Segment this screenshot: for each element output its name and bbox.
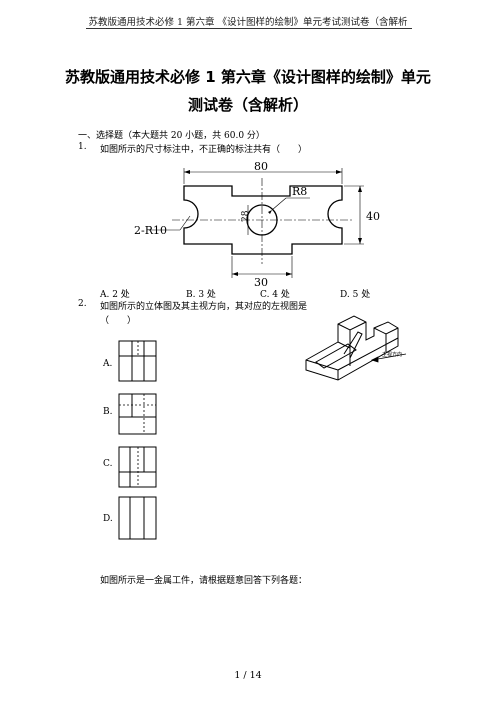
- q2-option-b-view[interactable]: [118, 393, 158, 435]
- page-number: 1 / 14: [234, 670, 262, 681]
- dim-bottom-label: 30: [254, 276, 268, 289]
- document-title-line1: 苏教版通用技术必修 1 第六章《设计图样的绘制》单元: [65, 68, 431, 86]
- question-2-text: 如图所示的立体图及其主视方向，其对应的左视图是: [100, 302, 308, 312]
- dim-radius-sides-label: 2-R10: [134, 224, 167, 237]
- question-1-figure: 80 40 30 R8 2-R10 28: [134, 160, 380, 289]
- question-2-solid-figure: 主视方向: [305, 315, 407, 381]
- header-divider: [86, 28, 412, 29]
- q2-option-b-label[interactable]: B.: [103, 407, 113, 417]
- q2-option-a-label[interactable]: A.: [103, 359, 113, 369]
- section-heading: 一、选择题（本大题共 20 小题，共 60.0 分）: [78, 131, 265, 141]
- view-direction-label: 主视方向: [382, 351, 402, 358]
- dim-radius-circle-label: R8: [292, 185, 307, 198]
- running-header: 苏教版通用技术必修 1 第六章 《设计图样的绘制》单元考试测试卷（含解析: [88, 17, 408, 28]
- q2-option-a-view[interactable]: [118, 340, 158, 382]
- question-1-number: 1.: [78, 142, 87, 152]
- question-2-blank: （ ）: [100, 316, 137, 326]
- question-1-text: 如图所示的尺寸标注中，不正确的标注共有（ ）: [100, 145, 308, 155]
- dim-width-label: 80: [254, 160, 268, 173]
- q2-option-d-label[interactable]: D.: [103, 514, 113, 524]
- q2-option-c-label[interactable]: C.: [103, 459, 113, 469]
- dim-height-label: 40: [366, 210, 380, 223]
- question-3-intro: 如图所示是一金属工件，请根据题意回答下列各题：: [100, 576, 308, 586]
- q1-option-c[interactable]: C. 4 处: [260, 290, 290, 300]
- dim-diameter-label: 28: [241, 210, 251, 222]
- q2-option-d-view[interactable]: [118, 496, 158, 540]
- q1-option-d[interactable]: D. 5 处: [340, 290, 371, 300]
- question-2-number: 2.: [78, 299, 87, 309]
- q1-option-b[interactable]: B. 3 处: [186, 290, 216, 300]
- q1-option-a[interactable]: A. 2 处: [100, 290, 130, 300]
- q2-option-c-view[interactable]: [118, 446, 158, 488]
- document-title-line2: 测试卷（含解析）: [187, 96, 308, 114]
